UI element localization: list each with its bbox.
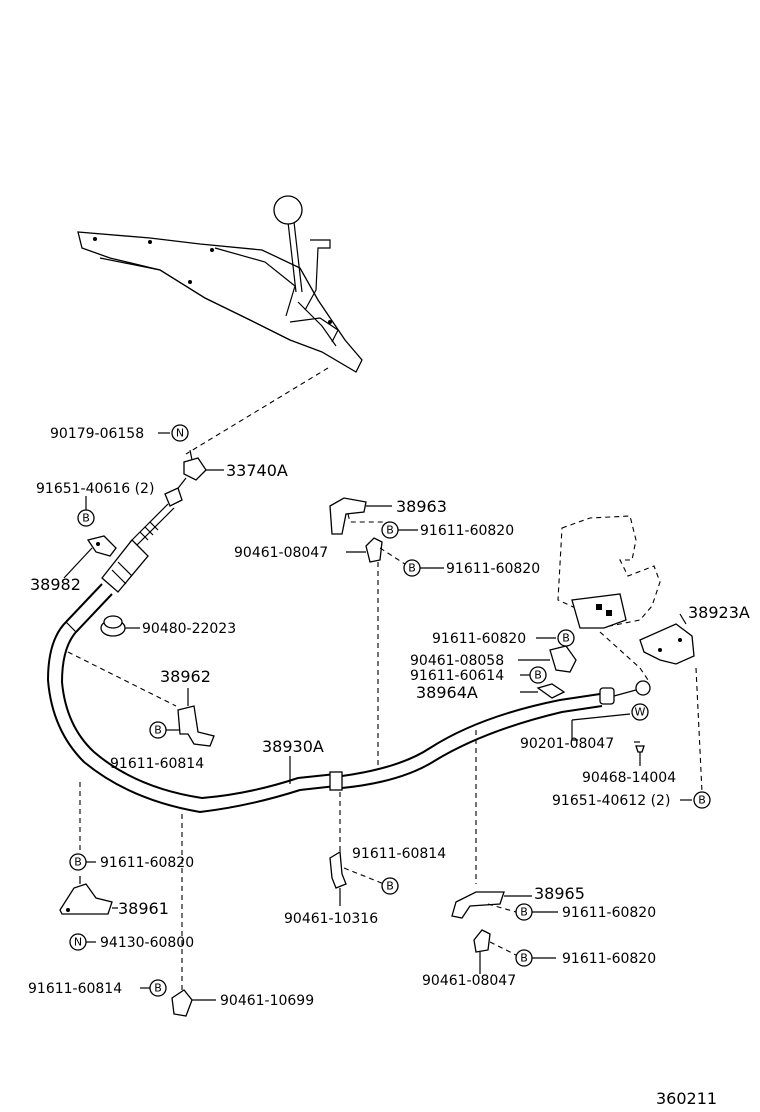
- label-91651-40612: 91651-40612 (2): [552, 793, 670, 809]
- label-90461-10699: 90461-10699: [220, 993, 314, 1009]
- label-90201-08047: 90201-08047: [520, 736, 614, 752]
- label-33740a: 33740A: [226, 461, 288, 480]
- svg-text:B: B: [74, 856, 82, 869]
- label-90461-08047-b: 90461-08047: [422, 973, 516, 989]
- badge-b-91611-60820-right: B: [557, 629, 575, 647]
- svg-text:B: B: [154, 982, 162, 995]
- badge-b-upper-clamp: B: [403, 559, 421, 577]
- label-91611-60820-b: 91611-60820: [420, 523, 514, 539]
- svg-text:B: B: [520, 952, 528, 965]
- label-91611-60814-c: 91611-60814: [352, 846, 446, 862]
- label-38961: 38961: [118, 899, 169, 918]
- label-91611-60820-a: 91611-60820: [100, 855, 194, 871]
- label-90461-08047-a: 90461-08047: [234, 545, 328, 561]
- grommet-90480-22023: [100, 615, 140, 637]
- label-90179-06158: 90179-06158: [50, 426, 144, 442]
- badge-b-91651-40616: B: [77, 509, 95, 527]
- label-91611-60814-a: 91611-60814: [110, 756, 204, 772]
- label-91611-60820-e: 91611-60820: [562, 905, 656, 921]
- diagram-code: 360211: [656, 1089, 717, 1108]
- badge-b-91611-60814-mid: B: [381, 877, 399, 895]
- badge-n-90179: N: [171, 424, 189, 442]
- shift-lever-assembly: [77, 195, 363, 373]
- svg-text:B: B: [82, 512, 90, 525]
- label-91611-60820-c: 91611-60820: [446, 561, 540, 577]
- svg-text:B: B: [386, 880, 394, 893]
- badge-b-91651-40612: B: [693, 791, 711, 809]
- transaxle-housing: [557, 515, 695, 681]
- label-38962: 38962: [160, 667, 211, 686]
- label-38923a: 38923A: [688, 603, 750, 622]
- badge-b-91611-60614: B: [529, 666, 547, 684]
- badge-b-lower-clamp: B: [515, 949, 533, 967]
- label-38963: 38963: [396, 497, 447, 516]
- badge-b-38962: B: [149, 721, 167, 739]
- svg-text:W: W: [635, 706, 646, 719]
- label-38964a: 38964A: [416, 683, 478, 702]
- badge-b-91611-60820-left: B: [69, 853, 87, 871]
- label-94130-60800: 94130-60800: [100, 935, 194, 951]
- clamp-38963: [329, 497, 367, 535]
- label-91651-40616: 91651-40616 (2): [36, 481, 154, 497]
- label-38982: 38982: [30, 575, 81, 594]
- label-38965: 38965: [534, 884, 585, 903]
- label-91611-60814-b: 91611-60814: [28, 981, 122, 997]
- badge-b-91611-60814-lower: B: [149, 979, 167, 997]
- badge-b-38965: B: [515, 903, 533, 921]
- label-90468-14004: 90468-14004: [582, 770, 676, 786]
- svg-text:B: B: [698, 794, 706, 807]
- label-91611-60820-f: 91611-60820: [562, 951, 656, 967]
- svg-text:B: B: [562, 632, 570, 645]
- badge-n-94130: N: [69, 933, 87, 951]
- svg-text:N: N: [176, 427, 184, 440]
- svg-text:B: B: [386, 524, 394, 537]
- label-91611-60820-d: 91611-60820: [432, 631, 526, 647]
- svg-text:N: N: [74, 936, 82, 949]
- svg-text:B: B: [520, 906, 528, 919]
- label-38930a: 38930A: [262, 737, 324, 756]
- label-90480-22023: 90480-22023: [142, 621, 236, 637]
- transmission-control-cable: [46, 449, 651, 814]
- label-90461-10316: 90461-10316: [284, 911, 378, 927]
- svg-text:B: B: [154, 724, 162, 737]
- label-91611-60614: 91611-60614: [410, 668, 504, 684]
- badge-w-90201: W: [631, 703, 649, 721]
- svg-text:B: B: [534, 669, 542, 682]
- svg-text:B: B: [408, 562, 416, 575]
- label-90461-08058: 90461-08058: [410, 653, 504, 669]
- badge-b-38963: B: [381, 521, 399, 539]
